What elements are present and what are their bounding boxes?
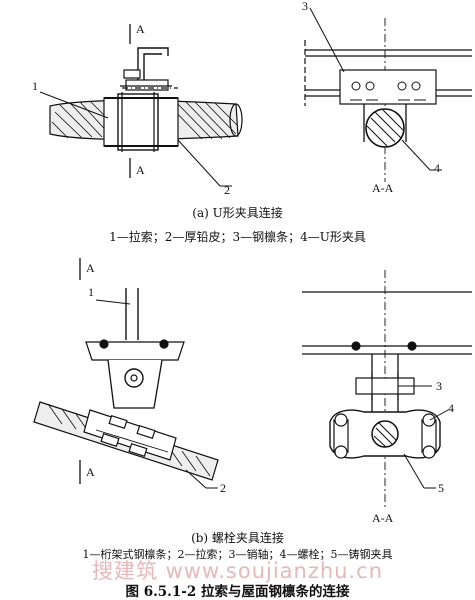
caption-a: (a) U形夹具连接 bbox=[192, 206, 283, 220]
cable-section-b bbox=[371, 420, 399, 448]
callout-a-4: 4 bbox=[434, 161, 440, 175]
callout-a-3: 3 bbox=[302, 0, 308, 13]
callout-b-1: 1 bbox=[88, 285, 94, 299]
callout-b-4: 4 bbox=[448, 401, 454, 415]
pin-b bbox=[124, 368, 144, 388]
purlin-a bbox=[120, 47, 172, 91]
figure-title: 图 6.5.1-2 拉索与屋面钢檩条的连接 bbox=[125, 584, 350, 600]
callout-b-3: 3 bbox=[436, 379, 442, 393]
u-clamp-a bbox=[117, 93, 159, 151]
section-label-a: A-A bbox=[372, 181, 394, 195]
section-letter-a-bottom: A bbox=[136, 163, 145, 177]
part-b-elevation bbox=[33, 258, 219, 489]
cable-section-a bbox=[365, 108, 405, 148]
callout-b-2: 2 bbox=[220, 481, 226, 495]
truss-purlin-b bbox=[125, 288, 139, 340]
section-cut-line-a bbox=[122, 24, 178, 178]
caption-b: (b) 螺栓夹具连接 bbox=[191, 531, 284, 545]
watermark: 搜建筑 www.soujianzhu.cn bbox=[91, 559, 384, 583]
section-letter-b-top: A bbox=[86, 261, 95, 275]
section-letter-a-top: A bbox=[136, 22, 145, 36]
part-a-section bbox=[304, 7, 472, 182]
callout-a-2: 2 bbox=[224, 183, 230, 197]
part-b-section bbox=[302, 270, 472, 510]
callout-a-1: 1 bbox=[32, 79, 38, 93]
legend-a: 1—拉索；2—厚铅皮；3—钢檩条；4—U形夹具 bbox=[109, 230, 366, 244]
lead-sleeve-a bbox=[103, 97, 179, 147]
u-clamp-plate-a bbox=[339, 69, 437, 105]
cable-b bbox=[33, 401, 219, 481]
section-label-b: A-A bbox=[372, 511, 394, 525]
base-plate-b bbox=[85, 341, 185, 361]
section-letter-b-bottom: A bbox=[86, 465, 95, 479]
callout-b-5: 5 bbox=[438, 481, 444, 495]
legend-b: 1—桁架式钢檩条；2—拉索；3—销轴；4—螺栓；5—铸钢夹具 bbox=[82, 548, 393, 561]
part-a-elevation bbox=[39, 24, 243, 187]
